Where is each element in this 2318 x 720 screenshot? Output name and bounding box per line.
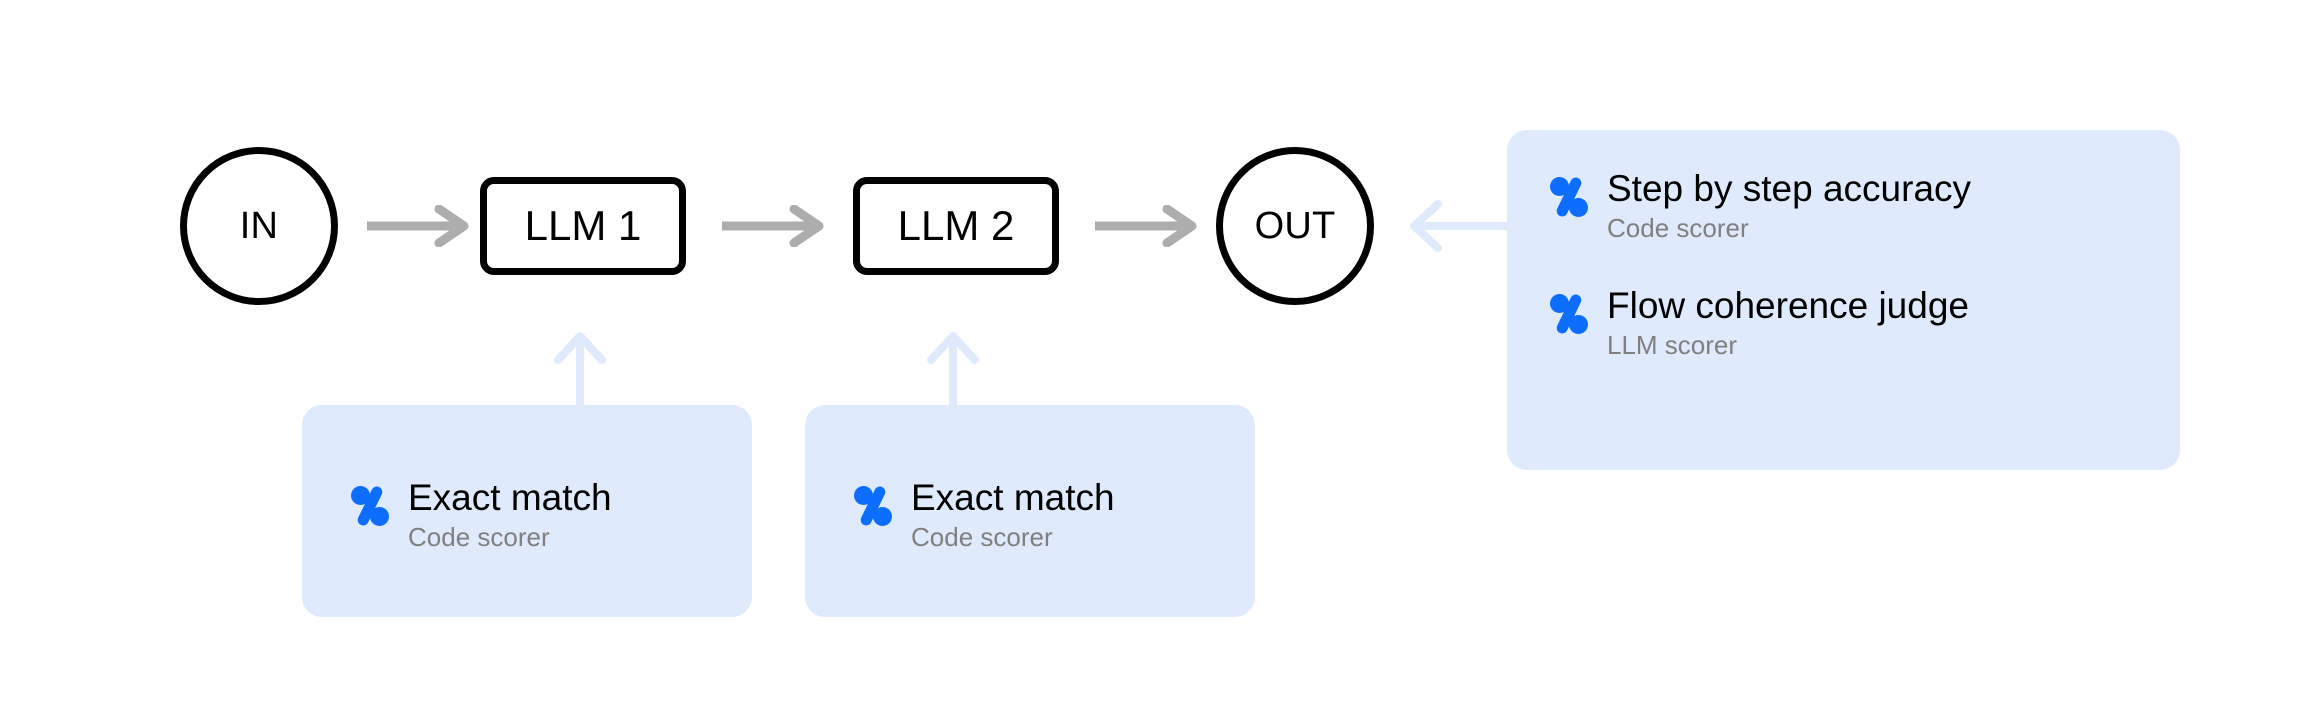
flow-node-in-label: IN [239,205,279,247]
flow-node-out[interactable]: OUT [1216,147,1374,305]
flow-arrow-llm2-to-out [1095,205,1197,247]
scorer-item-title: Step by step accuracy [1607,168,1972,209]
flow-node-in[interactable]: IN [180,147,338,305]
scorer-item[interactable]: Step by step accuracy Code scorer [1549,168,1971,245]
flow-node-llm2[interactable]: LLM 2 [853,177,1059,275]
scorer-item-title: Flow coherence judge [1607,284,1969,326]
scorer-icon [1550,177,1588,217]
scorer-item[interactable]: Flow coherence judge LLM scorer [1549,285,1971,362]
scorer-card-llm1[interactable]: Exact match Code scorer [302,405,752,617]
flow-node-out-label: OUT [1254,205,1336,247]
scorer-item-title: Exact match [911,477,1115,518]
scorer-arrow-left-out [1410,200,1512,252]
scorer-item-type: Code scorer [1607,213,1749,244]
scorer-item[interactable]: Exact match Code scorer [853,477,1115,554]
scorer-item[interactable]: Exact match Code scorer [350,477,612,554]
scorer-arrow-up-llm2 [927,332,979,418]
scorer-item-type: LLM scorer [1607,330,1738,361]
scorer-icon [351,486,389,526]
flow-node-llm1[interactable]: LLM 1 [480,177,686,275]
scorer-item-title: Exact match [408,477,612,518]
flow-arrow-llm1-to-llm2 [722,205,824,247]
flow-arrow-in-to-llm1 [367,205,469,247]
scorer-panel-out[interactable]: Step by step accuracy Code scorer Flow c… [1507,130,2180,470]
scorer-arrow-up-llm1 [554,332,606,418]
flow-node-llm1-label: LLM 1 [524,202,642,249]
scorer-item-type: Code scorer [911,522,1053,553]
scorer-icon [1550,293,1588,334]
flow-node-llm2-label: LLM 2 [897,202,1015,249]
scorer-item-type: Code scorer [408,522,550,553]
scorer-icon [854,486,892,526]
scorer-card-llm2[interactable]: Exact match Code scorer [805,405,1255,617]
